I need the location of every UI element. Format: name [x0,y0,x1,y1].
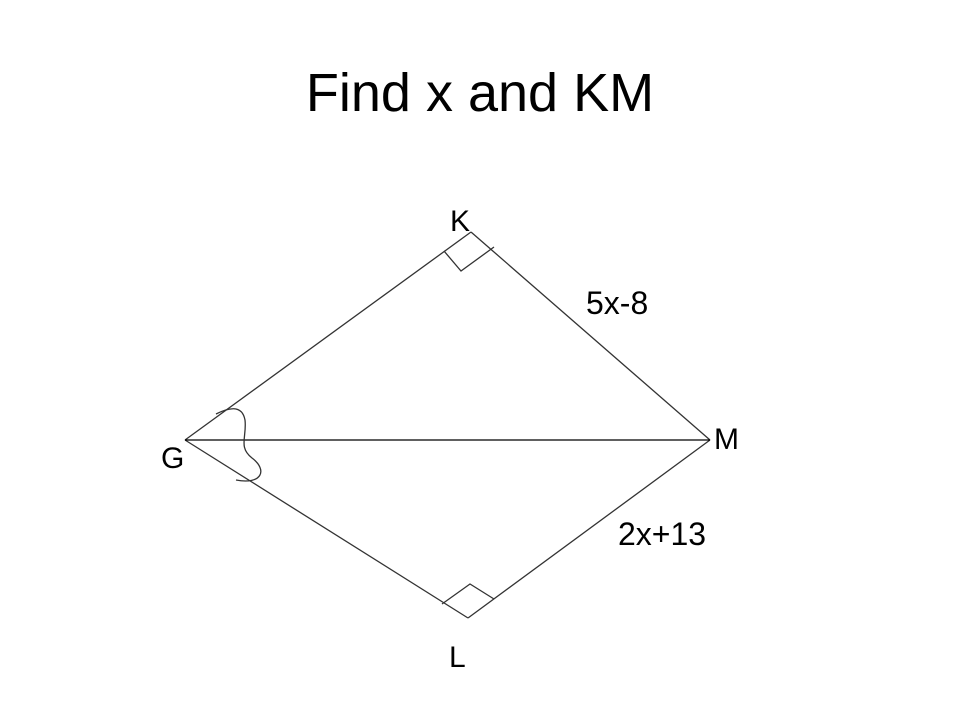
segment-gl [184,439,469,619]
side-label-lm: 2x+13 [618,516,707,552]
segment-lm [467,439,711,619]
vertex-label-k: K [450,205,471,238]
right-angle-mark-l [441,583,495,605]
page-title: Find x and KM [305,63,655,123]
segment-km [470,231,711,441]
vertex-label-l: L [449,641,466,674]
vertex-label-m: M [714,423,739,456]
right-angle-mark-k [443,246,495,272]
side-label-km: 5x-8 [586,285,649,321]
congruent-angle-mark-g [215,408,262,482]
vertex-label-g: G [161,442,185,475]
segment-gk [184,231,472,441]
